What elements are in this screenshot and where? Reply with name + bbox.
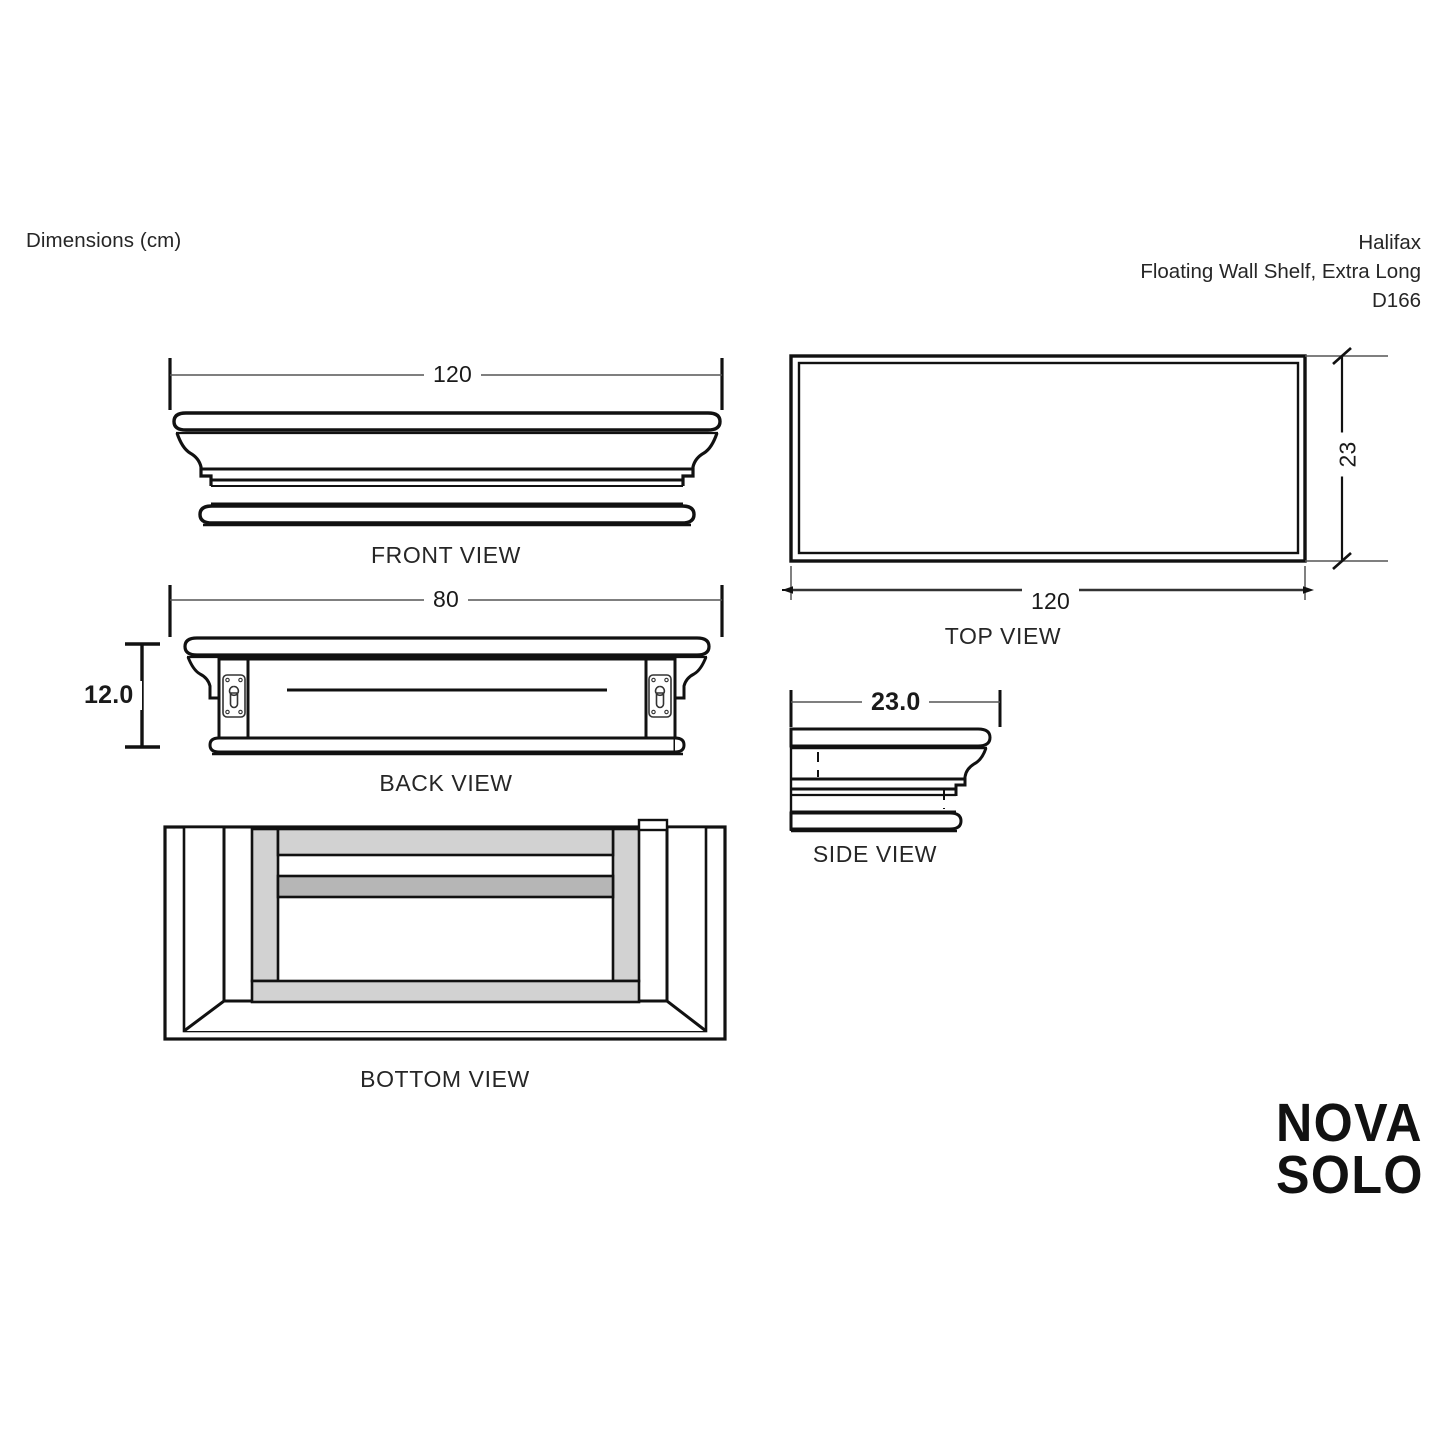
back-right-ogee: [673, 656, 708, 710]
back-view-label: BACK VIEW: [379, 770, 513, 796]
side-view-drawing: [789, 690, 1002, 833]
keyhole-hanger-left: [222, 674, 246, 718]
product-description: Floating Wall Shelf, Extra Long: [1140, 260, 1421, 284]
front-bottom-bead: [198, 504, 696, 525]
back-left-ogee: [186, 656, 221, 710]
bottom-top-notch: [637, 818, 669, 832]
logo-line-solo: SOLO: [1276, 1144, 1424, 1205]
product-code: D166: [1371, 289, 1421, 313]
bottom-back-cleat-upper: [276, 827, 615, 857]
back-panel: [217, 657, 677, 747]
top-width-value: 120: [1022, 588, 1079, 615]
page-title: Dimensions (cm): [26, 229, 182, 252]
nova-solo-logo: NOVA SOLO: [1276, 1093, 1426, 1205]
side-depth-value: 23.0: [862, 688, 930, 717]
bottom-front-rail: [250, 979, 641, 1004]
logo-line-nova: NOVA: [1276, 1093, 1423, 1153]
bottom-view-drawing: [163, 818, 727, 1041]
side-view-label: SIDE VIEW: [812, 841, 938, 867]
bottom-view-label: BOTTOM VIEW: [360, 1066, 530, 1092]
side-top-cap: [789, 727, 992, 748]
bottom-back-cleat-lower: [276, 874, 615, 899]
keyhole-hanger-right: [648, 674, 672, 718]
title-block: Halifax Floating Wall Shelf, Extra Long …: [1140, 228, 1421, 315]
front-right-ogee: [681, 432, 719, 486]
side-ogee: [954, 747, 988, 796]
product-name: Halifax: [1358, 231, 1421, 254]
back-bottom-bead-left: [208, 736, 677, 754]
back-top-cap: [183, 636, 711, 657]
top-view-label: TOP VIEW: [944, 623, 1062, 649]
bottom-right-rail: [611, 827, 641, 983]
front-top-cap: [172, 411, 722, 432]
front-view-label: FRONT VIEW: [371, 542, 521, 568]
top-inner-outline: [797, 361, 1300, 555]
back-width-value: 80: [424, 586, 468, 613]
top-view-drawing: [782, 347, 1388, 600]
back-view-drawing: [125, 585, 724, 756]
back-bottom-bead-right: [674, 736, 686, 754]
top-depth-value: 23: [1334, 432, 1362, 477]
front-left-ogee: [175, 432, 213, 486]
side-bottom-bead: [789, 811, 963, 831]
front-width-value: 120: [424, 361, 481, 388]
bottom-chamfer: [183, 999, 707, 1033]
back-height-value: 12.0: [75, 681, 143, 710]
bottom-left-rail: [250, 827, 280, 983]
